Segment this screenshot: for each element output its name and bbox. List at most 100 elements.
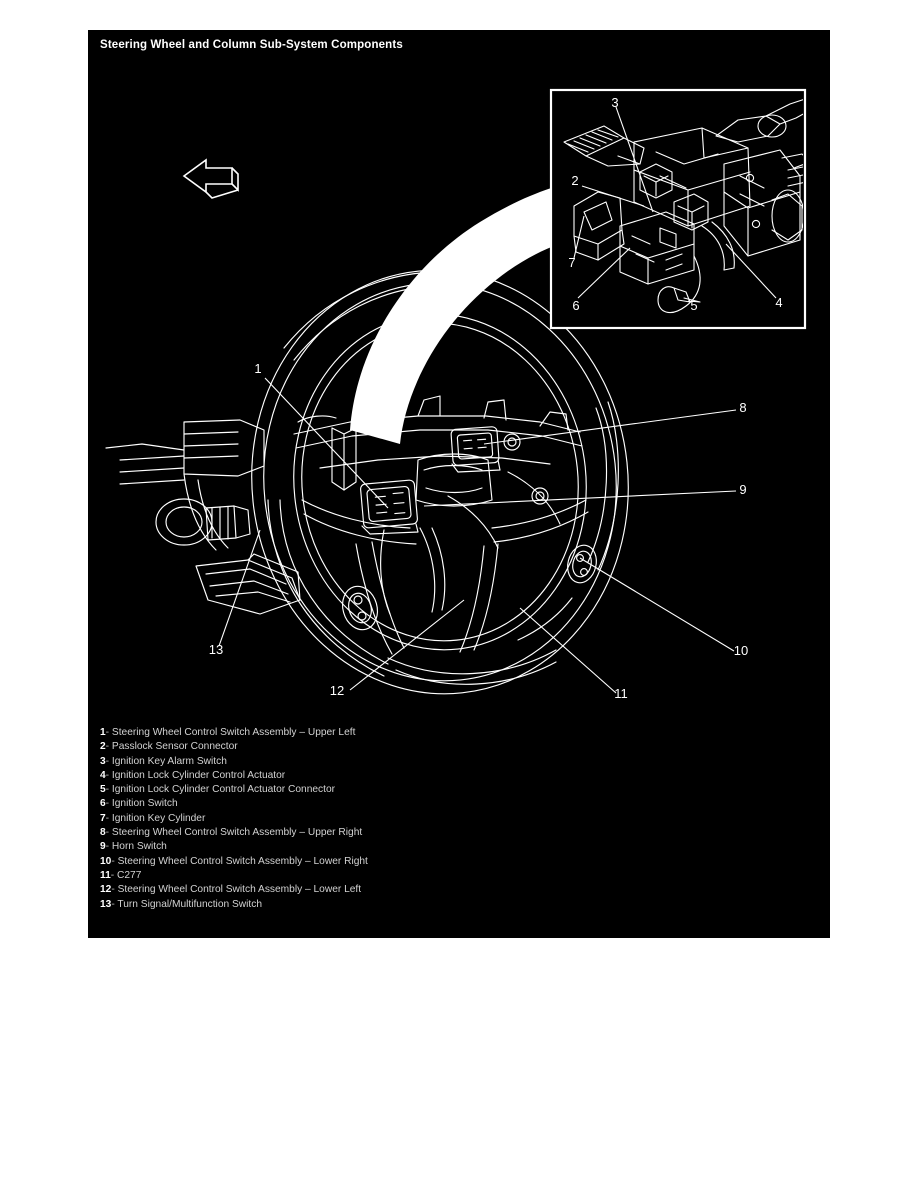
legend-separator: - [105, 769, 110, 781]
inset-ignition-key-cylinder [573, 191, 625, 261]
legend-separator: - [105, 798, 110, 810]
inset-wiring-right [781, 153, 803, 187]
legend-separator: - [105, 727, 110, 738]
callout-number-1: 1 [254, 361, 261, 376]
inset-panel: 3 2 7 6 5 4 [549, 88, 807, 330]
leader-9 [423, 490, 737, 507]
switch-lower-left [341, 585, 379, 631]
legend-label: Turn Signal/Multifunction Switch [117, 898, 262, 910]
legend-separator: - [111, 898, 115, 910]
wiring-harness [380, 471, 561, 615]
leader-1 [264, 377, 389, 509]
legend-separator: - [105, 755, 110, 767]
inset-leader-5 [687, 300, 701, 303]
legend-number: 13 [100, 898, 112, 910]
legend-item: 4- Ignition Lock Cylinder Control Actuat… [100, 769, 700, 783]
inset-callout-number-2: 2 [571, 173, 578, 188]
legend-label: Ignition Switch [111, 798, 178, 810]
inset-callout-number-3: 3 [611, 95, 618, 110]
figure-title: Steering Wheel and Column Sub-System Com… [100, 39, 403, 51]
legend-item: 12- Steering Wheel Control Switch Assemb… [100, 883, 700, 897]
horn-switch-pad [415, 453, 493, 507]
leader-13 [218, 529, 261, 647]
legend-item: 9- Horn Switch [100, 840, 700, 854]
legend-label: Ignition Key Cylinder [111, 812, 206, 824]
legend-separator: - [105, 812, 110, 824]
legend-item: 2- Passlock Sensor Connector [100, 740, 700, 754]
legend-label: C277 [117, 869, 142, 881]
legend-number: 3 [100, 755, 106, 767]
legend-separator: - [110, 869, 115, 881]
callout-number-9: 9 [739, 482, 746, 497]
legend-label: Steering Wheel Control Switch Assembly –… [117, 855, 368, 867]
leader-12 [349, 599, 465, 691]
leader-11 [519, 607, 617, 694]
inset-leader-6 [577, 247, 631, 299]
ignition-key-cylinder-main [155, 498, 251, 546]
legend-separator: - [105, 841, 110, 853]
legend-item: 11- C277 [100, 869, 700, 883]
legend-separator: - [105, 741, 110, 753]
legend-number: 10 [100, 855, 112, 867]
inset-callout-number-4: 4 [775, 295, 782, 310]
small-3d-arrow [182, 158, 239, 199]
inset-callout-numbers: 3 2 7 6 5 4 [568, 95, 782, 313]
legend-number: 1 [100, 727, 106, 738]
legend-number: 6 [100, 798, 106, 810]
figure-panel: Steering Wheel and Column Sub-System Com… [88, 30, 830, 938]
legend-number: 4 [100, 769, 106, 781]
callout-number-12: 12 [330, 683, 344, 698]
inset-ignition-switch [619, 211, 695, 285]
technical-illustration: 1 8 9 10 11 12 13 [88, 30, 830, 938]
legend-separator: - [111, 884, 115, 896]
inset-column-assembly [563, 99, 803, 314]
legend-number: 9 [100, 841, 106, 853]
inset-key-alarm-switch [673, 193, 709, 231]
main-callout-numbers: 1 8 9 10 11 12 13 [209, 361, 748, 701]
callout-number-10: 10 [734, 643, 748, 658]
main-leader-lines [218, 377, 737, 694]
legend-number: 8 [100, 827, 106, 839]
component-legend: 1- Steering Wheel Control Switch Assembl… [100, 726, 700, 912]
callout-number-11: 11 [614, 686, 628, 701]
leader-8 [483, 409, 737, 445]
inset-callout-number-5: 5 [690, 298, 697, 313]
legend-item: 1- Steering Wheel Control Switch Assembl… [100, 726, 700, 740]
legend-label: Horn Switch [111, 841, 167, 853]
inset-leader-4 [725, 243, 777, 299]
legend-label: Ignition Key Alarm Switch [111, 755, 227, 767]
column-shroud [105, 419, 265, 551]
legend-number: 12 [100, 884, 112, 896]
legend-item: 6- Ignition Switch [100, 797, 700, 811]
inset-passlock-sensor-connector [639, 163, 673, 199]
legend-label: Steering Wheel Control Switch Assembly –… [117, 884, 362, 896]
switch-upper-right [450, 426, 501, 473]
inset-upper-lever [715, 99, 803, 143]
legend-label: Ignition Lock Cylinder Control Actuator … [111, 784, 336, 796]
legend-label: Ignition Lock Cylinder Control Actuator [111, 769, 286, 781]
callout-number-13: 13 [209, 642, 223, 657]
legend-item: 3- Ignition Key Alarm Switch [100, 755, 700, 769]
inset-lower-bracket [701, 221, 735, 271]
legend-number: 7 [100, 812, 106, 824]
column-bracket-detail [417, 395, 569, 505]
inset-column-housing [633, 127, 751, 227]
legend-separator: - [105, 827, 110, 839]
inset-callout-number-6: 6 [572, 298, 579, 313]
inset-callout-number-7: 7 [568, 255, 575, 270]
legend-number: 5 [100, 784, 106, 796]
inset-leader-3 [615, 106, 654, 213]
legend-label: Passlock Sensor Connector [111, 741, 238, 753]
legend-number: 11 [100, 869, 111, 881]
legend-item: 5- Ignition Lock Cylinder Control Actuat… [100, 783, 700, 797]
legend-item: 10- Steering Wheel Control Switch Assemb… [100, 855, 700, 869]
legend-label: Steering Wheel Control Switch Assembly –… [111, 827, 363, 839]
legend-separator: - [105, 784, 110, 796]
callout-number-8: 8 [739, 400, 746, 415]
leader-10 [579, 557, 735, 652]
legend-item: 8- Steering Wheel Control Switch Assembl… [100, 826, 700, 840]
legend-item: 7- Ignition Key Cylinder [100, 812, 700, 826]
inset-leader-7 [573, 215, 585, 259]
legend-item: 13- Turn Signal/Multifunction Switch [100, 898, 700, 912]
legend-number: 2 [100, 741, 106, 753]
